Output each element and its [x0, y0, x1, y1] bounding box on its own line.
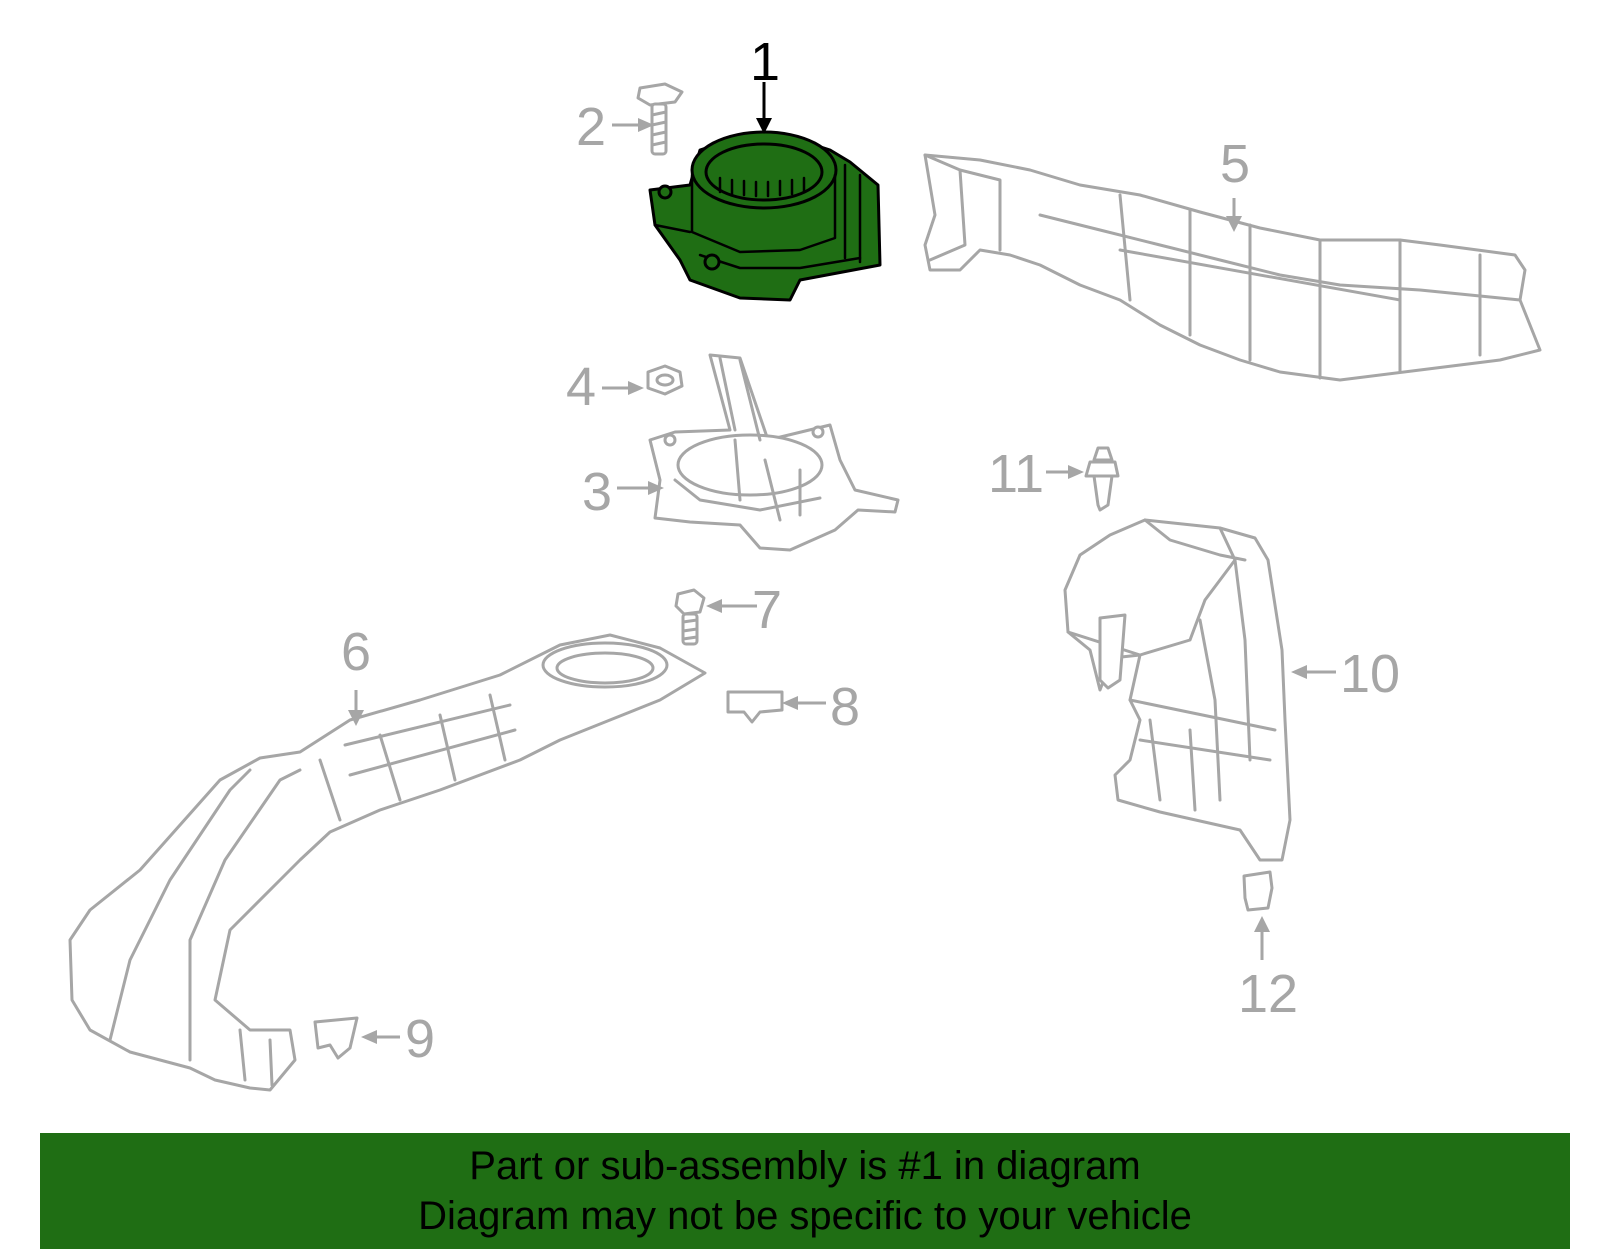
- part-9-clip[interactable]: [313, 1016, 359, 1060]
- callout-11[interactable]: 11: [988, 444, 1044, 504]
- callout-4[interactable]: 4: [566, 357, 596, 417]
- callout-5[interactable]: 5: [1220, 134, 1250, 194]
- callout-1[interactable]: 1: [750, 32, 780, 92]
- callout-12[interactable]: 12: [1238, 964, 1298, 1024]
- info-banner: Part or sub-assembly is #1 in diagram Di…: [40, 1133, 1570, 1249]
- callout-9[interactable]: 9: [405, 1009, 435, 1069]
- part-5-upper-duct[interactable]: [923, 153, 1542, 382]
- callout-10[interactable]: 10: [1340, 644, 1400, 704]
- callout-labels: 1 2 3 4 5 6 7 8 9 10 11 12: [341, 32, 1400, 1069]
- part-10-rear-duct[interactable]: [1063, 518, 1292, 862]
- callout-leaders: [348, 82, 1336, 1044]
- part-8-clip[interactable]: [726, 690, 784, 724]
- part-2-screw[interactable]: [636, 82, 684, 156]
- part-6-lower-duct[interactable]: [68, 633, 707, 1092]
- banner-disclaimer: Diagram may not be specific to your vehi…: [418, 1194, 1192, 1238]
- part-1-blower-motor[interactable]: [648, 130, 882, 302]
- banner-part-note: Part or sub-assembly is #1 in diagram: [469, 1144, 1141, 1188]
- callout-8[interactable]: 8: [830, 677, 860, 737]
- part-12-clip[interactable]: [1242, 870, 1274, 912]
- part-3-motor-bracket[interactable]: [648, 353, 900, 552]
- part-7-bolt[interactable]: [674, 588, 706, 646]
- part-11-push-pin[interactable]: [1084, 446, 1120, 512]
- callout-7[interactable]: 7: [752, 580, 782, 640]
- callout-2[interactable]: 2: [576, 97, 606, 157]
- callout-6[interactable]: 6: [341, 622, 371, 682]
- callout-3[interactable]: 3: [582, 462, 612, 522]
- part-4-nut[interactable]: [646, 364, 684, 396]
